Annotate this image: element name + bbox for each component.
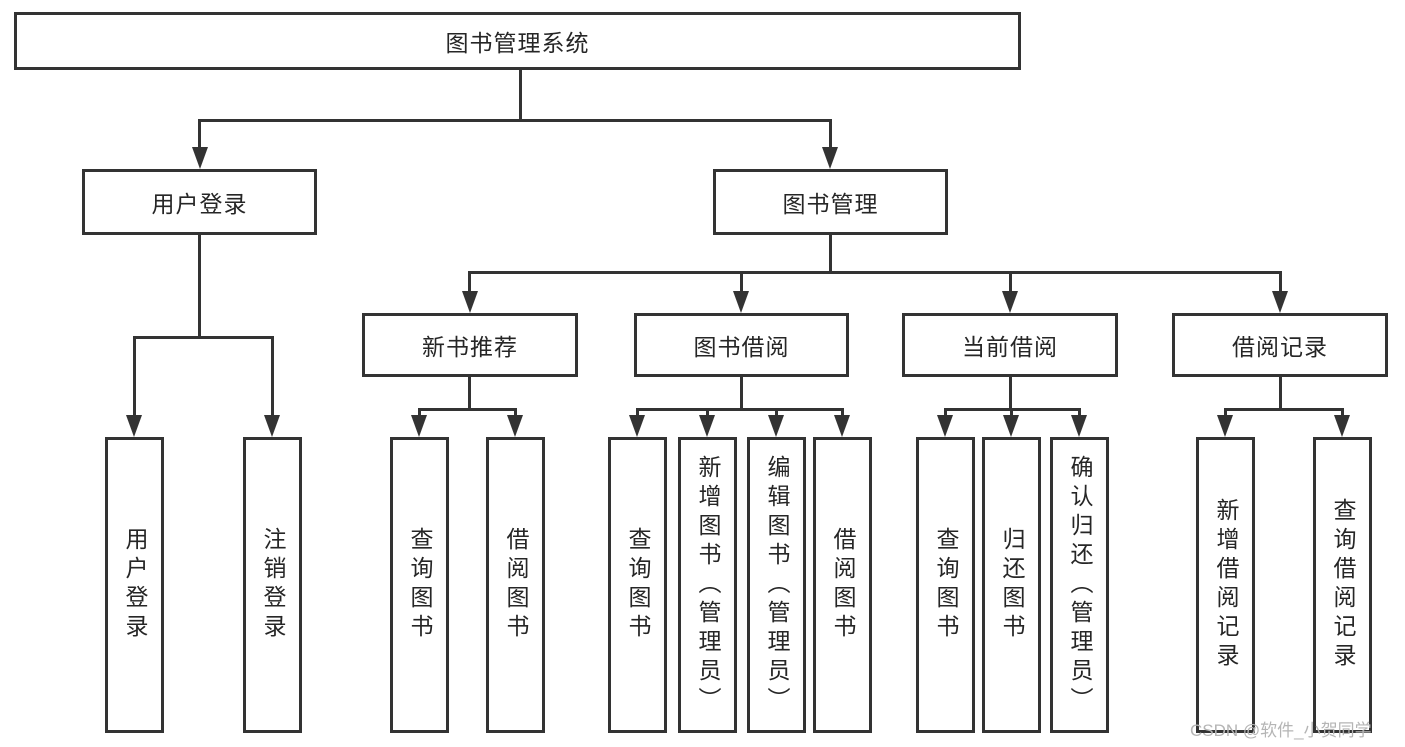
- arrowhead-book-management: [822, 147, 838, 169]
- leaf-borrow-books-recommend: 借阅图书: [486, 437, 545, 733]
- leaf-add-books-admin-label: 新增图书（管理员）: [695, 454, 721, 716]
- arrowhead-leaf-12: [1217, 415, 1233, 437]
- stem-leaf-8: [841, 408, 844, 417]
- node-borrowing-records-label: 借阅记录: [1232, 334, 1328, 360]
- node-book-management-label: 图书管理: [782, 191, 879, 217]
- leaf-query-books-recommend: 查询图书: [390, 437, 449, 733]
- leaf-add-borrow-record: 新增借阅记录: [1196, 437, 1255, 733]
- leaf-return-books: 归还图书: [982, 437, 1041, 733]
- borrow-records-split-bar: [1224, 408, 1344, 411]
- arrowhead-leaf-4: [507, 415, 523, 437]
- stem-borrow-records: [1279, 271, 1282, 293]
- level1-split-bar: [198, 119, 832, 122]
- arrowhead-leaf-13: [1334, 415, 1350, 437]
- stem-leaf-10: [1010, 408, 1013, 417]
- arrowhead-leaf-5: [629, 415, 645, 437]
- node-user-login-label: 用户登录: [151, 191, 248, 217]
- leaf-confirm-return-admin: 确认归还（管理员）: [1050, 437, 1109, 733]
- stem-leaf-5: [636, 408, 639, 417]
- node-borrowing-records: 借阅记录: [1172, 313, 1388, 377]
- stem-leaf-logout: [271, 336, 274, 416]
- node-new-book-recommendation: 新书推荐: [362, 313, 578, 377]
- book-borrow-split-bar: [636, 408, 844, 411]
- node-current-borrowing: 当前借阅: [902, 313, 1118, 377]
- node-book-borrowing: 图书借阅: [634, 313, 849, 377]
- leaf-borrow-books-recommend-label: 借阅图书: [503, 527, 529, 643]
- leaf-query-books-borrow-label: 查询图书: [625, 527, 651, 643]
- leaf-query-borrow-record-label: 查询借阅记录: [1330, 498, 1356, 672]
- stem-current-borrow: [1009, 271, 1012, 293]
- borrow-records-trunk-line: [1279, 377, 1282, 408]
- leaf-add-books-admin: 新增图书（管理员）: [678, 437, 737, 733]
- stem-leaf-12: [1224, 408, 1227, 417]
- stem-leaf-login: [133, 336, 136, 416]
- node-user-login: 用户登录: [82, 169, 317, 235]
- arrowhead-leaf-10: [1003, 415, 1019, 437]
- arrowhead-leaf-3: [411, 415, 427, 437]
- arrowhead-leaf-logout: [264, 415, 280, 437]
- leaf-logout-label: 注销登录: [260, 527, 286, 643]
- leaf-confirm-return-admin-label: 确认归还（管理员）: [1067, 454, 1093, 716]
- stem-book-borrow: [740, 271, 743, 293]
- node-new-book-recommendation-label: 新书推荐: [422, 334, 518, 360]
- arrowhead-new-books: [462, 291, 478, 313]
- stem-leaf-13: [1341, 408, 1344, 417]
- arrowhead-leaf-login: [126, 415, 142, 437]
- stem-leaf-6: [706, 408, 709, 417]
- node-book-borrowing-label: 图书借阅: [693, 334, 790, 360]
- leaf-query-books-current: 查询图书: [916, 437, 975, 733]
- node-current-borrowing-label: 当前借阅: [962, 334, 1058, 360]
- user-login-split-bar: [133, 336, 274, 339]
- leaf-borrow-books-label: 借阅图书: [830, 527, 856, 643]
- leaf-borrow-books: 借阅图书: [813, 437, 872, 733]
- leaf-add-borrow-record-label: 新增借阅记录: [1213, 498, 1239, 672]
- arrowhead-borrow-records: [1272, 291, 1288, 313]
- leaf-user-login-label: 用户登录: [122, 527, 148, 643]
- root-trunk-line: [519, 69, 522, 120]
- new-books-split-bar: [418, 408, 517, 411]
- leaf-return-books-label: 归还图书: [999, 527, 1025, 643]
- stem-leaf-3: [418, 408, 421, 417]
- level3-split-bar: [468, 271, 1282, 274]
- arrowhead-leaf-8: [834, 415, 850, 437]
- current-borrow-trunk-line: [1009, 377, 1012, 408]
- leaf-query-books-recommend-label: 查询图书: [407, 527, 433, 643]
- stem-book-management: [829, 119, 832, 149]
- new-books-trunk-line: [468, 377, 471, 408]
- arrowhead-current-borrow: [1002, 291, 1018, 313]
- arrowhead-book-borrow: [733, 291, 749, 313]
- leaf-user-login: 用户登录: [105, 437, 164, 733]
- arrowhead-leaf-9: [937, 415, 953, 437]
- arrowhead-leaf-6: [699, 415, 715, 437]
- node-root: 图书管理系统: [14, 12, 1021, 70]
- leaf-query-borrow-record: 查询借阅记录: [1313, 437, 1372, 733]
- user-login-trunk-line: [198, 235, 201, 336]
- leaf-edit-books-admin: 编辑图书（管理员）: [747, 437, 806, 733]
- book-borrow-trunk-line: [740, 377, 743, 408]
- stem-leaf-7: [775, 408, 778, 417]
- stem-new-books: [468, 271, 471, 293]
- stem-user-login: [198, 119, 201, 149]
- node-book-management: 图书管理: [713, 169, 948, 235]
- leaf-query-books-borrow: 查询图书: [608, 437, 667, 733]
- stem-leaf-11: [1078, 408, 1081, 417]
- arrowhead-leaf-11: [1071, 415, 1087, 437]
- leaf-logout: 注销登录: [243, 437, 302, 733]
- node-root-label: 图书管理系统: [445, 30, 590, 56]
- csdn-watermark: CSDN @软件_小贺同学: [1190, 721, 1372, 740]
- arrowhead-user-login: [192, 147, 208, 169]
- book-management-trunk-line: [829, 235, 832, 271]
- leaf-edit-books-admin-label: 编辑图书（管理员）: [764, 454, 790, 716]
- leaf-query-books-current-label: 查询图书: [933, 527, 959, 643]
- arrowhead-leaf-7: [768, 415, 784, 437]
- stem-leaf-9: [944, 408, 947, 417]
- stem-leaf-4: [514, 408, 517, 417]
